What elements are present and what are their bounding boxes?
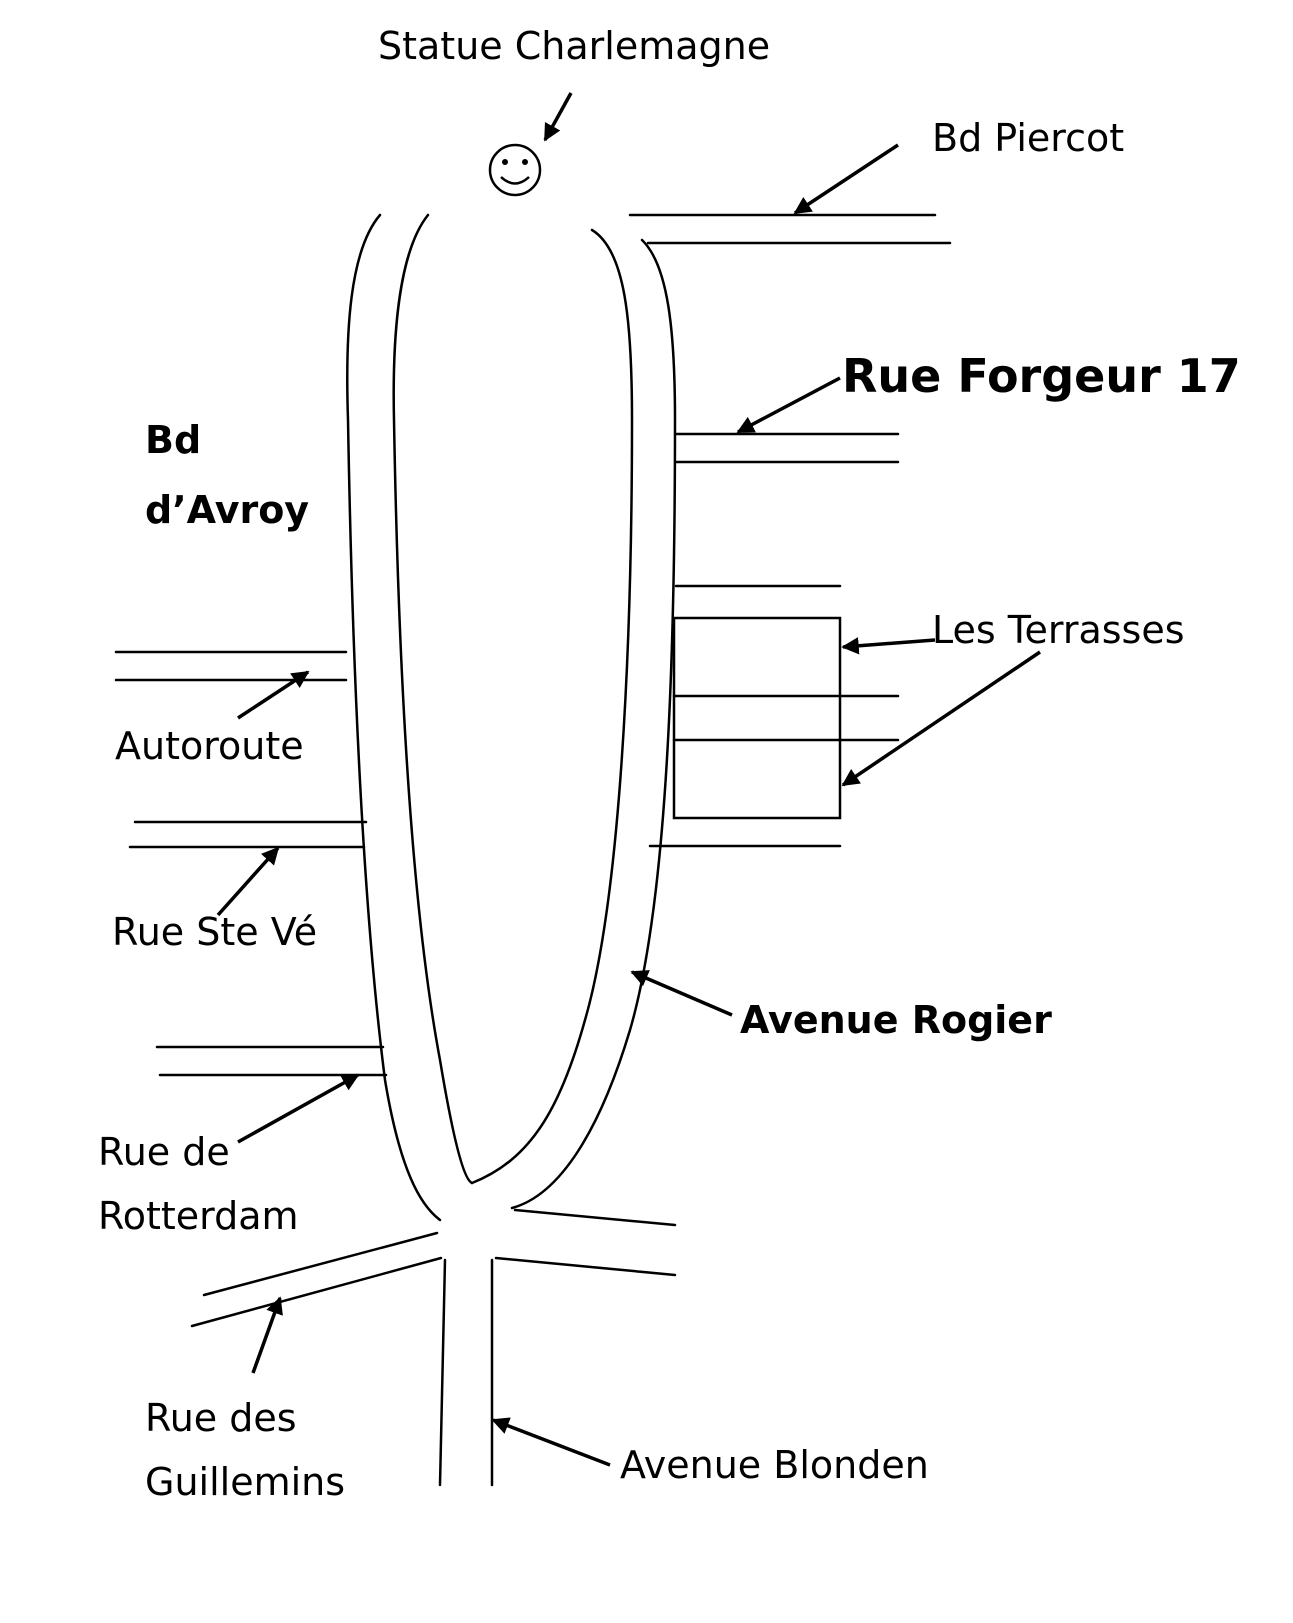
- label-autoroute: Autoroute: [115, 724, 304, 768]
- arrow-rue-des-guillemins: [251, 1296, 283, 1374]
- rue-forgeur-street: [674, 432, 900, 464]
- arrow-avenue-rogier: [630, 970, 733, 1017]
- label-bd-avroy-line2: d’Avroy: [145, 488, 310, 532]
- avenue-rogier-inner-edge: [470, 228, 634, 1185]
- label-rue-forgeur: Rue Forgeur 17: [842, 349, 1241, 403]
- label-bd-avroy-line1: Bd: [145, 418, 202, 462]
- arrow-rue-de-rotterdam: [237, 1073, 360, 1144]
- arrow-bd-piercot: [793, 143, 899, 215]
- label-les-terrasses: Les Terrasses: [932, 608, 1185, 652]
- label-rue-des-guillemins-line2: Guillemins: [145, 1460, 346, 1504]
- rue-des-guillemins-street: [190, 1231, 443, 1328]
- rue-ste-ve-street: [128, 820, 368, 849]
- label-avenue-rogier: Avenue Rogier: [740, 998, 1052, 1042]
- label-avenue-blonden: Avenue Blonden: [620, 1443, 929, 1487]
- arrow-rue-ste-ve: [216, 846, 280, 917]
- arrow-les-terrasses-2: [841, 650, 1041, 787]
- label-rue-de-rotterdam-line2: Rotterdam: [98, 1194, 299, 1238]
- arrow-rue-forgeur: [736, 376, 841, 434]
- arrow-statue: [543, 92, 573, 142]
- arrow-avenue-blonden: [491, 1417, 611, 1467]
- label-statue-charlemagne: Statue Charlemagne: [378, 24, 771, 68]
- bd-avroy-outer-edge: [346, 213, 442, 1222]
- label-rue-de-rotterdam-line1: Rue de: [98, 1130, 230, 1174]
- smiley-face-icon: [488, 143, 542, 197]
- label-bd-piercot: Bd Piercot: [932, 116, 1125, 160]
- avenue-blonden-street: [438, 1258, 494, 1487]
- autoroute-street: [114, 650, 348, 682]
- avenue-rogier-outer-edge: [510, 238, 677, 1210]
- bd-avroy-inner-edge: [392, 213, 474, 1185]
- label-rue-des-guillemins-line1: Rue des: [145, 1396, 297, 1440]
- arrow-les-terrasses-1: [841, 637, 936, 655]
- arrow-autoroute: [237, 670, 310, 720]
- bd-piercot-street: [628, 213, 952, 245]
- junction-east-road: [494, 1208, 677, 1277]
- les-terrasses-block: [648, 584, 900, 848]
- label-rue-ste-ve: Rue Ste Vé: [112, 910, 318, 954]
- rue-de-rotterdam-street: [155, 1045, 388, 1077]
